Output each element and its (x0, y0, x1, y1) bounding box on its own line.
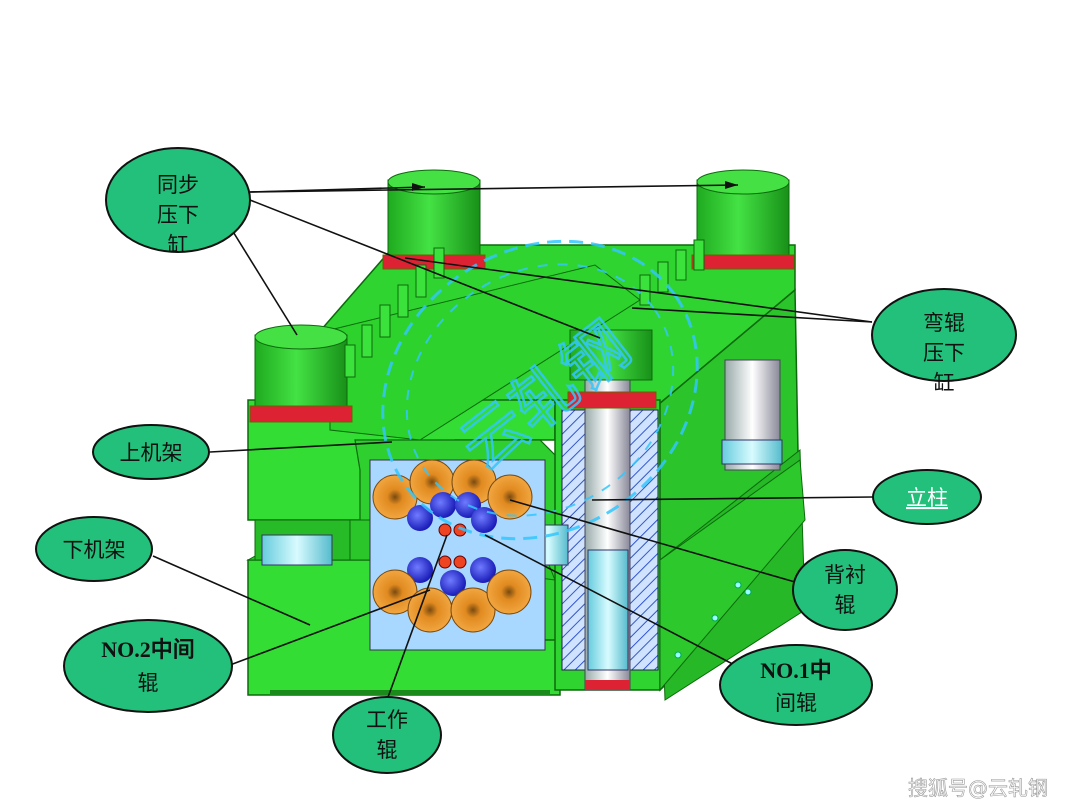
work-roll (453, 555, 467, 569)
guide-cylinder-left (261, 534, 333, 566)
arrow-heads (412, 181, 738, 191)
rear-column (721, 359, 783, 471)
callout-label: 辊 (377, 738, 398, 762)
callout-label: NO.1中 (760, 658, 832, 683)
bolt-row (344, 239, 705, 378)
roll-stack (369, 459, 546, 651)
callout-upper-frame[interactable]: 上机架 (92, 424, 210, 480)
callout-work-roll[interactable]: 工作 辊 (332, 696, 442, 774)
callout-no2-mid-roll[interactable]: NO.2中间 辊 (63, 619, 233, 713)
sync-cylinder-front-left (249, 324, 353, 423)
mid-roll (440, 570, 466, 596)
callout-lower-frame[interactable]: 下机架 (35, 516, 153, 582)
callout-label: 缸 (168, 233, 189, 257)
callout-label: 辊 (835, 593, 856, 617)
callout-column[interactable]: 立柱 (872, 469, 982, 525)
callout-no1-mid-roll[interactable]: NO.1中 间辊 (719, 644, 873, 726)
callout-label: 缸 (934, 371, 955, 395)
sync-cylinder-rear-right (691, 169, 795, 270)
leader-lines (152, 184, 874, 701)
callout-label: 间辊 (775, 691, 817, 715)
backup-roll (450, 587, 496, 633)
callout-label: 工作 (366, 708, 408, 732)
column (561, 329, 659, 691)
work-roll (438, 555, 452, 569)
base-right (659, 459, 806, 692)
column-link[interactable]: 立柱 (906, 486, 948, 510)
callout-label: 同步 (157, 173, 199, 197)
callout-label: 弯辊 (923, 311, 965, 335)
callout-backup-roll[interactable]: 背衬 辊 (792, 549, 898, 631)
callout-label: 上机架 (120, 441, 183, 465)
callout-label: 下机架 (63, 538, 126, 562)
backup-roll (487, 474, 533, 520)
callout-label: 辊 (138, 671, 159, 695)
backup-roll (486, 569, 532, 615)
mid-roll (407, 505, 433, 531)
watermark: 搜狐号@云轧钢 (908, 776, 1048, 800)
mid-roll (407, 557, 433, 583)
mid-roll (430, 492, 456, 518)
base-holes (674, 581, 752, 659)
mid-roll (471, 507, 497, 533)
callout-label: 压下 (923, 341, 965, 365)
callout-label: NO.2中间 (101, 637, 195, 662)
callout-bend-cylinder[interactable]: 弯辊 压下 缸 (871, 288, 1017, 395)
work-roll (438, 523, 452, 537)
callout-sync-cylinder[interactable]: 同步 压下 缸 (105, 147, 251, 257)
callout-label: 背衬 (824, 563, 866, 587)
mid-roll (470, 557, 496, 583)
callout-label: 压下 (157, 203, 199, 227)
